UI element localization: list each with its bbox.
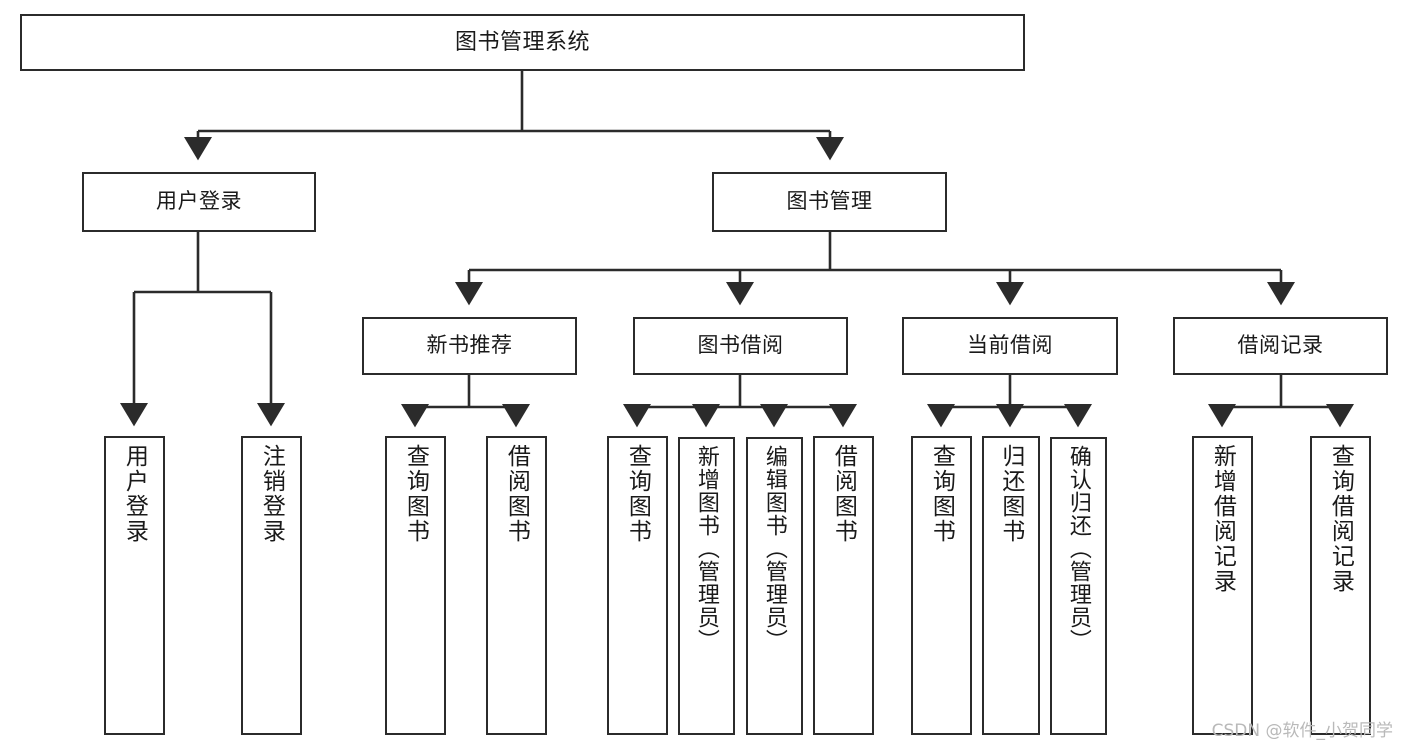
leaf-query-book-bb[interactable]: 查询图书 (607, 436, 668, 735)
node-label: 借阅图书 (831, 444, 858, 544)
leaf-add-borrow-record[interactable]: 新增借阅记录 (1192, 436, 1253, 735)
node-label: 查询图书 (929, 444, 956, 544)
leaf-add-book-admin[interactable]: 新增图书（管理员） (678, 437, 735, 735)
node-label: 查询借阅记录 (1328, 444, 1355, 594)
leaf-borrow-book-bb[interactable]: 借阅图书 (813, 436, 874, 735)
node-label: 用户登录 (122, 444, 149, 544)
node-label: 确认归还（管理员） (1066, 445, 1092, 652)
node-label: 归还图书 (998, 444, 1025, 544)
node-label: 用户登录 (156, 190, 242, 214)
leaf-query-book-cb[interactable]: 查询图书 (911, 436, 972, 735)
node-book-management[interactable]: 图书管理 (712, 172, 947, 232)
node-label: 当前借阅 (967, 334, 1053, 358)
node-label: 图书管理系统 (454, 29, 590, 55)
leaf-query-borrow-record[interactable]: 查询借阅记录 (1310, 436, 1371, 735)
node-current-borrow[interactable]: 当前借阅 (902, 317, 1118, 375)
leaf-user-login[interactable]: 用户登录 (104, 436, 165, 735)
node-new-book-recommend[interactable]: 新书推荐 (362, 317, 577, 375)
node-label: 新增借阅记录 (1210, 444, 1237, 594)
node-label: 查询图书 (625, 444, 652, 544)
node-label: 编辑图书（管理员） (762, 445, 788, 652)
node-label: 注销登录 (259, 444, 286, 544)
node-root-system[interactable]: 图书管理系统 (20, 14, 1025, 71)
node-label: 新增图书（管理员） (694, 445, 720, 652)
leaf-edit-book-admin[interactable]: 编辑图书（管理员） (746, 437, 803, 735)
leaf-confirm-return-admin[interactable]: 确认归还（管理员） (1050, 437, 1107, 735)
watermark-text: CSDN @软件_小贺同学 (1211, 721, 1393, 741)
leaf-query-book-nb[interactable]: 查询图书 (385, 436, 446, 735)
node-user-login[interactable]: 用户登录 (82, 172, 316, 232)
node-label: 借阅记录 (1237, 334, 1324, 358)
leaf-borrow-book-nb[interactable]: 借阅图书 (486, 436, 547, 735)
node-borrow-record[interactable]: 借阅记录 (1173, 317, 1388, 375)
leaf-logout[interactable]: 注销登录 (241, 436, 302, 735)
leaf-return-book[interactable]: 归还图书 (982, 436, 1040, 735)
node-label: 图书管理 (786, 190, 873, 214)
node-book-borrow[interactable]: 图书借阅 (633, 317, 848, 375)
node-label: 查询图书 (403, 444, 430, 544)
node-label: 图书借阅 (697, 334, 784, 358)
node-label: 借阅图书 (504, 444, 531, 544)
node-label: 新书推荐 (426, 334, 513, 358)
